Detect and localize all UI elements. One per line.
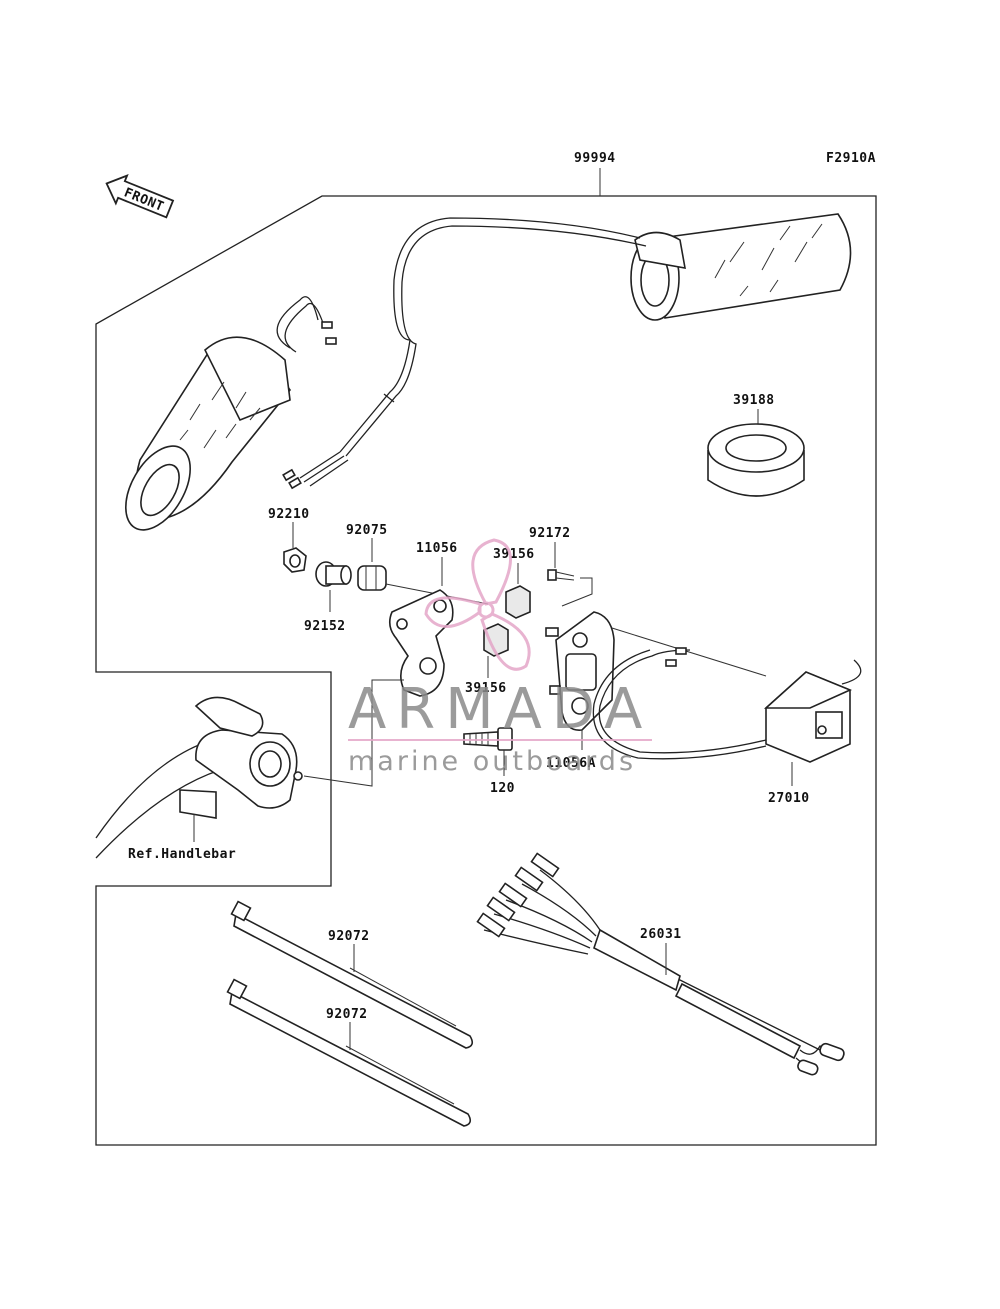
- front-arrow-icon: FRONT: [105, 174, 175, 219]
- ref-handlebar-label: Ref.Handlebar: [128, 847, 236, 862]
- label-92072-a: 92072: [328, 929, 370, 944]
- label-92210: 92210: [268, 507, 310, 522]
- bracket-11056: [388, 589, 454, 697]
- collar-92152: [315, 561, 352, 587]
- screw-92172: [547, 569, 575, 581]
- nut-92210: [283, 547, 307, 573]
- armada-watermark: ARMADA marine outboards: [348, 538, 652, 777]
- label-39156-bottom: 39156: [465, 681, 507, 696]
- harness-26031: [476, 852, 845, 1076]
- label-92152: 92152: [304, 619, 346, 634]
- watermark-brand: ARMADA: [348, 677, 652, 742]
- controller-wire: [598, 649, 767, 754]
- figure-code: F2910A: [826, 151, 876, 166]
- cable-tie-92072-a: [230, 900, 474, 1049]
- propeller-logo-icon: [424, 538, 531, 671]
- left-grip: [125, 296, 337, 531]
- handlebar-reference: [95, 696, 303, 859]
- kit-outline: [95, 195, 877, 1146]
- ring-39188: [707, 423, 805, 497]
- label-39188: 39188: [733, 393, 775, 408]
- grip-wire: [339, 217, 641, 453]
- label-92172: 92172: [529, 526, 571, 541]
- label-26031: 26031: [640, 927, 682, 942]
- plate-11056a: [545, 611, 615, 731]
- controller-27010: [763, 659, 862, 763]
- block-39156-top: [505, 585, 531, 619]
- watermark-tagline: marine outboards: [348, 746, 636, 777]
- label-27010: 27010: [768, 791, 810, 806]
- grommet-92075: [357, 565, 387, 591]
- label-99994: 99994: [574, 151, 616, 166]
- block-39156-bottom: [483, 623, 509, 657]
- label-39156-top: 39156: [493, 547, 535, 562]
- cable-tie-92072-b: [226, 978, 472, 1127]
- label-120: 120: [490, 781, 515, 796]
- label-11056: 11056: [416, 541, 458, 556]
- ref-leader: [303, 679, 404, 787]
- label-92075: 92075: [346, 523, 388, 538]
- right-grip: [630, 213, 852, 321]
- label-11056a: 11056A: [546, 756, 596, 771]
- label-92072-b: 92072: [326, 1007, 368, 1022]
